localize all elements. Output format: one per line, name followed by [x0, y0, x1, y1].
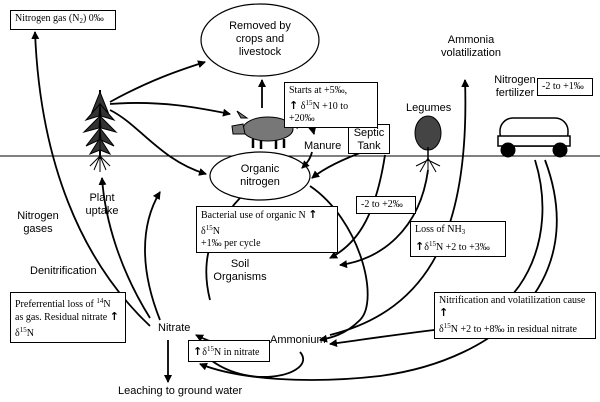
loss-nh3-box: Loss of NH3 ↑δ15N +2 to +3‰	[410, 221, 506, 257]
in-nitrate-text: N in nitrate	[213, 347, 260, 358]
removed-oval	[200, 3, 320, 77]
starts-line-1: Starts at +5‰,	[289, 85, 348, 96]
delta-symbol: δ	[424, 242, 429, 253]
pref-line-2: as gas. Residual nitrate ↑	[15, 311, 121, 324]
up-arrow-icon: ↑	[308, 208, 318, 221]
ammonium-label: Ammonium	[270, 334, 326, 346]
bacterial-line-1: Bacterial use of organic N ↑ δ15N	[201, 209, 333, 238]
plant-uptake-line-1: Plant	[89, 192, 115, 204]
loss-value: N +2 to +3‰	[435, 242, 490, 253]
nitrogen-gases-label: Nitrogen gases	[8, 210, 68, 236]
pref-line-1: Preferrential loss of 14N	[15, 295, 121, 311]
nitrogen-fertilizer-label: Nitrogen fertilizer	[490, 74, 540, 100]
delta-symbol: δ	[201, 226, 206, 237]
bacterial-n: N	[212, 226, 220, 237]
nitrification-box: Nitrification and volatilization cause ↑…	[434, 292, 596, 339]
delta-symbol: δ	[300, 101, 306, 112]
nitrogen-gas-prefix: Nitrogen gas (N	[15, 13, 80, 24]
leaching-label: Leaching to ground water	[118, 385, 243, 397]
plant-uptake-label: Plant uptake	[72, 192, 132, 218]
organic-nitrogen-oval	[209, 151, 311, 201]
bacterial-line-2: +1‰ per cycle	[201, 238, 261, 249]
ammonia-line-1: Ammonia	[447, 34, 495, 46]
up-arrow-icon: ↑	[289, 99, 299, 112]
ammonia-line-2: volatilization	[441, 47, 501, 59]
nitrogen-gases-line-2: gases	[23, 223, 53, 235]
isotope-sup: 15	[305, 99, 313, 107]
septic-line-2: Tank	[357, 140, 381, 152]
removed-label: Removed by crops and livestock	[215, 20, 305, 59]
pref-n-3: N	[26, 328, 34, 339]
in-nitrate-box: ↑δ15N in nitrate	[188, 340, 270, 362]
preferential-box: Preferrential loss of 14N as gas. Residu…	[10, 292, 126, 343]
delta-symbol: δ	[15, 328, 20, 339]
loss-line-2: ↑δ15N +2 to +3‰	[415, 238, 501, 254]
manure-label: Manure	[304, 140, 342, 152]
starts-value: N +10 to +20‰	[289, 101, 349, 124]
soil-organisms-label: Soil Organisms	[205, 258, 275, 284]
starts-line-2: ↑ δ15N +10 to +20‰	[289, 97, 373, 125]
removed-line-1: Removed by	[229, 20, 291, 32]
isotope-sup: 14	[96, 297, 104, 305]
isotope-sup: 15	[206, 345, 214, 353]
septic-tank-box: Septic Tank	[348, 124, 390, 154]
nitrogen-gas-suffix: ) 0‰	[82, 13, 104, 24]
removed-line-2: crops and	[235, 33, 285, 45]
legume-bush-icon	[414, 115, 442, 174]
starts-box: Starts at +5‰, ↑ δ15N +10 to +20‰	[284, 82, 378, 128]
nitrification-line-1: Nitrification and volatilization cause ↑	[439, 295, 591, 320]
up-arrow-icon: ↑	[439, 306, 449, 319]
removed-line-3: livestock	[238, 46, 282, 58]
isotope-sup: 15	[205, 224, 213, 232]
fertilizer-tank-icon	[497, 117, 571, 158]
legumes-label: Legumes	[406, 102, 452, 114]
ammonia-label: Ammonia volatilization	[426, 34, 516, 60]
bacterial-text: Bacterial use of organic N	[201, 210, 306, 221]
fertilizer-line-2: fertilizer	[495, 87, 535, 99]
nitrification-text: Nitrification and volatilization cause	[439, 295, 586, 306]
septic-line-1: Septic	[353, 127, 385, 139]
soil-line-1: Soil	[230, 258, 250, 270]
isotope-sup: 15	[19, 326, 27, 334]
organic-line-2: nitrogen	[240, 176, 280, 188]
up-arrow-icon: ↑	[109, 310, 119, 323]
organic-nitrogen-label: Organic nitrogen	[220, 163, 300, 189]
delta-symbol: δ	[439, 324, 444, 335]
bacterial-box: Bacterial use of organic N ↑ δ15N +1‰ pe…	[196, 206, 338, 253]
fertilizer-range-box: -2 to +1‰	[537, 78, 593, 96]
denitrification-label: Denitrification	[30, 265, 97, 277]
isotope-sup: 15	[443, 322, 451, 330]
pig-icon	[231, 110, 298, 149]
organic-line-1: Organic	[240, 163, 280, 175]
nitrate-label: Nitrate	[158, 322, 191, 334]
nitrogen-gas-sub: 2	[79, 17, 83, 25]
nitrification-line-2: δ15N +2 to +8‰ in residual nitrate	[439, 320, 591, 336]
pref-n: N	[103, 299, 111, 310]
delta-symbol: δ	[202, 347, 207, 358]
nitrogen-gas-box: Nitrogen gas (N2) 0‰	[10, 10, 116, 30]
plant-uptake-line-2: uptake	[85, 205, 119, 217]
up-arrow-icon: ↑	[193, 345, 203, 358]
legumes-range-box: -2 to +2‰	[356, 196, 416, 214]
nitrification-value: N +2 to +8‰ in residual nitrate	[450, 324, 577, 335]
corn-plant-icon	[82, 90, 118, 172]
pref-line-3: δ15N	[15, 324, 121, 340]
loss-line-1: Loss of NH3	[415, 224, 501, 238]
pref-text: Preferrential loss of	[15, 299, 97, 310]
soil-line-2: Organisms	[213, 271, 267, 283]
isotope-sup: 15	[428, 240, 436, 248]
up-arrow-icon: ↑	[415, 240, 425, 253]
nitrogen-gases-line-1: Nitrogen	[17, 210, 59, 222]
fertilizer-line-1: Nitrogen	[494, 74, 536, 86]
pref-line-2-text: as gas. Residual nitrate	[15, 312, 108, 323]
nh3-sub: 3	[461, 228, 466, 236]
loss-text: Loss of NH	[415, 224, 462, 235]
